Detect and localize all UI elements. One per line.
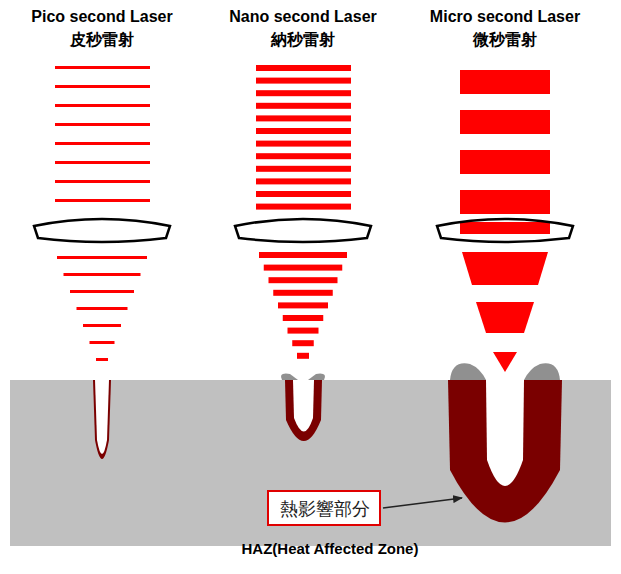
beam-line bbox=[64, 273, 141, 276]
beam-line bbox=[256, 204, 351, 210]
beam-line bbox=[256, 141, 351, 147]
beam-line bbox=[283, 315, 324, 321]
nano-haz bbox=[285, 380, 322, 441]
leader-line bbox=[383, 498, 462, 508]
beam-line bbox=[256, 166, 351, 172]
beam-line bbox=[55, 161, 150, 164]
beam-pulse bbox=[460, 222, 550, 234]
beam-line bbox=[292, 340, 314, 346]
beam-line bbox=[256, 103, 351, 109]
zone-label: HAZ(Heat Affected Zone) bbox=[242, 540, 419, 557]
beam-line bbox=[297, 353, 309, 359]
beam-line bbox=[57, 256, 147, 259]
beam-line bbox=[55, 180, 150, 183]
micro-spatter bbox=[524, 363, 560, 380]
beam-line bbox=[256, 65, 351, 71]
beam-line bbox=[77, 307, 128, 310]
beam-line bbox=[273, 290, 333, 296]
beam-line bbox=[256, 90, 351, 96]
beam-pulse bbox=[462, 252, 548, 285]
column-heading: 納秒雷射 bbox=[271, 30, 335, 51]
callout-box: 熱影響部分 bbox=[267, 490, 381, 526]
column-heading: 微秒雷射 bbox=[473, 30, 537, 51]
beam-line bbox=[256, 153, 351, 159]
material-block bbox=[10, 380, 611, 546]
beam-line bbox=[256, 191, 351, 197]
lens bbox=[235, 219, 371, 242]
lens bbox=[437, 219, 573, 242]
column-heading: Pico second Laser bbox=[31, 8, 172, 26]
beam-pulse bbox=[493, 352, 517, 372]
micro-hole bbox=[486, 380, 524, 486]
beam-line bbox=[55, 199, 150, 202]
beam-line bbox=[256, 78, 351, 84]
pico-hole bbox=[95, 380, 109, 454]
column-heading: Micro second Laser bbox=[430, 8, 580, 26]
beam-line bbox=[55, 123, 150, 126]
beam-line bbox=[288, 328, 319, 334]
lens bbox=[34, 219, 170, 242]
beam-line bbox=[55, 66, 150, 69]
beam-pulse bbox=[460, 190, 550, 214]
beam-pulse bbox=[460, 150, 550, 174]
beam-line bbox=[256, 115, 351, 121]
nano-spatter bbox=[308, 374, 325, 380]
laser-beams bbox=[55, 65, 550, 372]
beam-line bbox=[70, 290, 134, 293]
beam-line bbox=[256, 178, 351, 184]
beam-pulse bbox=[476, 302, 534, 333]
nano-spatter bbox=[281, 374, 298, 380]
beam-line bbox=[55, 142, 150, 145]
beam-pulse bbox=[460, 70, 550, 94]
beam-line bbox=[90, 341, 115, 344]
beam-line bbox=[256, 128, 351, 134]
beam-line bbox=[55, 85, 150, 88]
lenses bbox=[34, 219, 573, 242]
beam-pulse bbox=[460, 110, 550, 134]
column-heading: 皮秒雷射 bbox=[70, 30, 134, 51]
beam-line bbox=[55, 104, 150, 107]
column-heading: Nano second Laser bbox=[229, 8, 377, 26]
beam-line bbox=[278, 302, 328, 308]
micro-haz bbox=[448, 380, 562, 523]
beam-line bbox=[83, 324, 121, 327]
nano-hole bbox=[293, 380, 314, 432]
beam-line bbox=[259, 252, 347, 258]
callout-text: 熱影響部分 bbox=[280, 497, 370, 521]
beam-line bbox=[96, 358, 108, 361]
micro-spatter bbox=[450, 363, 486, 380]
beam-line bbox=[269, 277, 338, 283]
beam-line bbox=[264, 265, 343, 271]
pico-haz bbox=[93, 380, 111, 459]
